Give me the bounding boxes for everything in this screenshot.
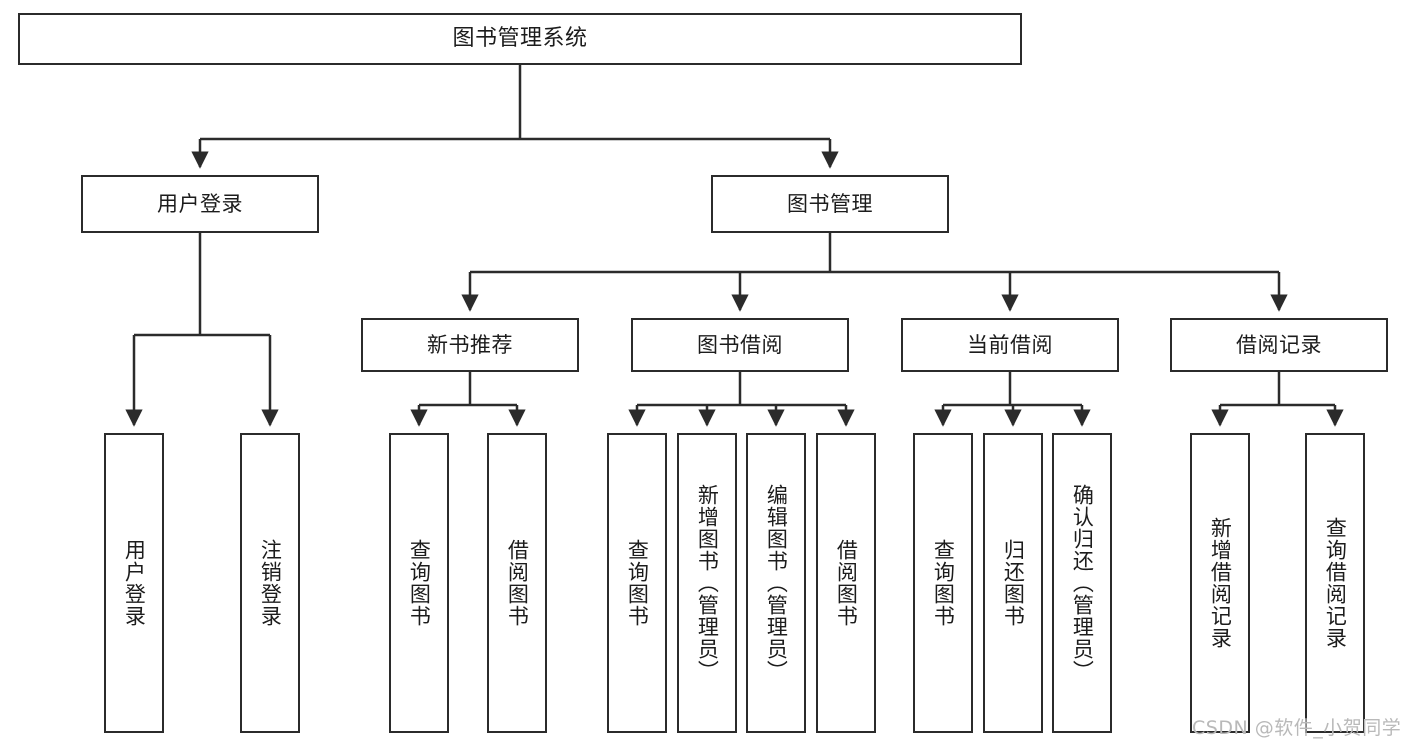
node-user-login-label: 用户登录 (157, 191, 243, 216)
leaf-logout[interactable]: 注销登录 (240, 433, 300, 733)
leaf-query-book-borrow[interactable]: 查询图书 (607, 433, 667, 733)
leaf-query-book-current[interactable]: 查询图书 (913, 433, 973, 733)
node-new-book-recommend-label: 新书推荐 (427, 332, 513, 357)
leaf-add-borrow-record-label: 新增借阅记录 (1208, 517, 1233, 649)
leaf-edit-book-admin-label: 编辑图书（管理员） (764, 484, 789, 682)
leaf-confirm-return-admin[interactable]: 确认归还（管理员） (1052, 433, 1112, 733)
watermark: CSDN @软件_小贺同学 (1192, 717, 1402, 739)
leaf-add-book-admin[interactable]: 新增图书（管理员） (677, 433, 737, 733)
leaf-user-login-label: 用户登录 (122, 539, 147, 627)
node-book-management[interactable]: 图书管理 (711, 175, 949, 233)
leaf-borrow-book-label: 借阅图书 (834, 539, 859, 627)
leaf-borrow-book-recommend-label: 借阅图书 (505, 539, 530, 627)
leaf-return-book-label: 归还图书 (1001, 539, 1026, 627)
leaf-logout-label: 注销登录 (258, 539, 283, 627)
leaf-query-borrow-record-label: 查询借阅记录 (1323, 517, 1348, 649)
node-borrow-record-label: 借阅记录 (1236, 332, 1322, 357)
leaf-borrow-book-recommend[interactable]: 借阅图书 (487, 433, 547, 733)
leaf-confirm-return-admin-label: 确认归还（管理员） (1070, 484, 1095, 682)
node-new-book-recommend[interactable]: 新书推荐 (361, 318, 579, 372)
leaf-user-login[interactable]: 用户登录 (104, 433, 164, 733)
node-book-management-label: 图书管理 (787, 191, 873, 216)
node-root[interactable]: 图书管理系统 (18, 13, 1022, 65)
leaf-query-book-recommend[interactable]: 查询图书 (389, 433, 449, 733)
node-book-borrow-label: 图书借阅 (697, 332, 783, 357)
node-root-label: 图书管理系统 (452, 26, 588, 52)
node-current-borrow-label: 当前借阅 (967, 332, 1053, 357)
leaf-edit-book-admin[interactable]: 编辑图书（管理员） (746, 433, 806, 733)
leaf-query-book-borrow-label: 查询图书 (625, 539, 650, 627)
leaf-query-book-current-label: 查询图书 (931, 539, 956, 627)
leaf-add-book-admin-label: 新增图书（管理员） (695, 484, 720, 682)
node-current-borrow[interactable]: 当前借阅 (901, 318, 1119, 372)
leaf-query-borrow-record[interactable]: 查询借阅记录 (1305, 433, 1365, 733)
leaf-borrow-book[interactable]: 借阅图书 (816, 433, 876, 733)
node-user-login[interactable]: 用户登录 (81, 175, 319, 233)
leaf-query-book-recommend-label: 查询图书 (407, 539, 432, 627)
leaf-return-book[interactable]: 归还图书 (983, 433, 1043, 733)
leaf-add-borrow-record[interactable]: 新增借阅记录 (1190, 433, 1250, 733)
node-book-borrow[interactable]: 图书借阅 (631, 318, 849, 372)
node-borrow-record[interactable]: 借阅记录 (1170, 318, 1388, 372)
